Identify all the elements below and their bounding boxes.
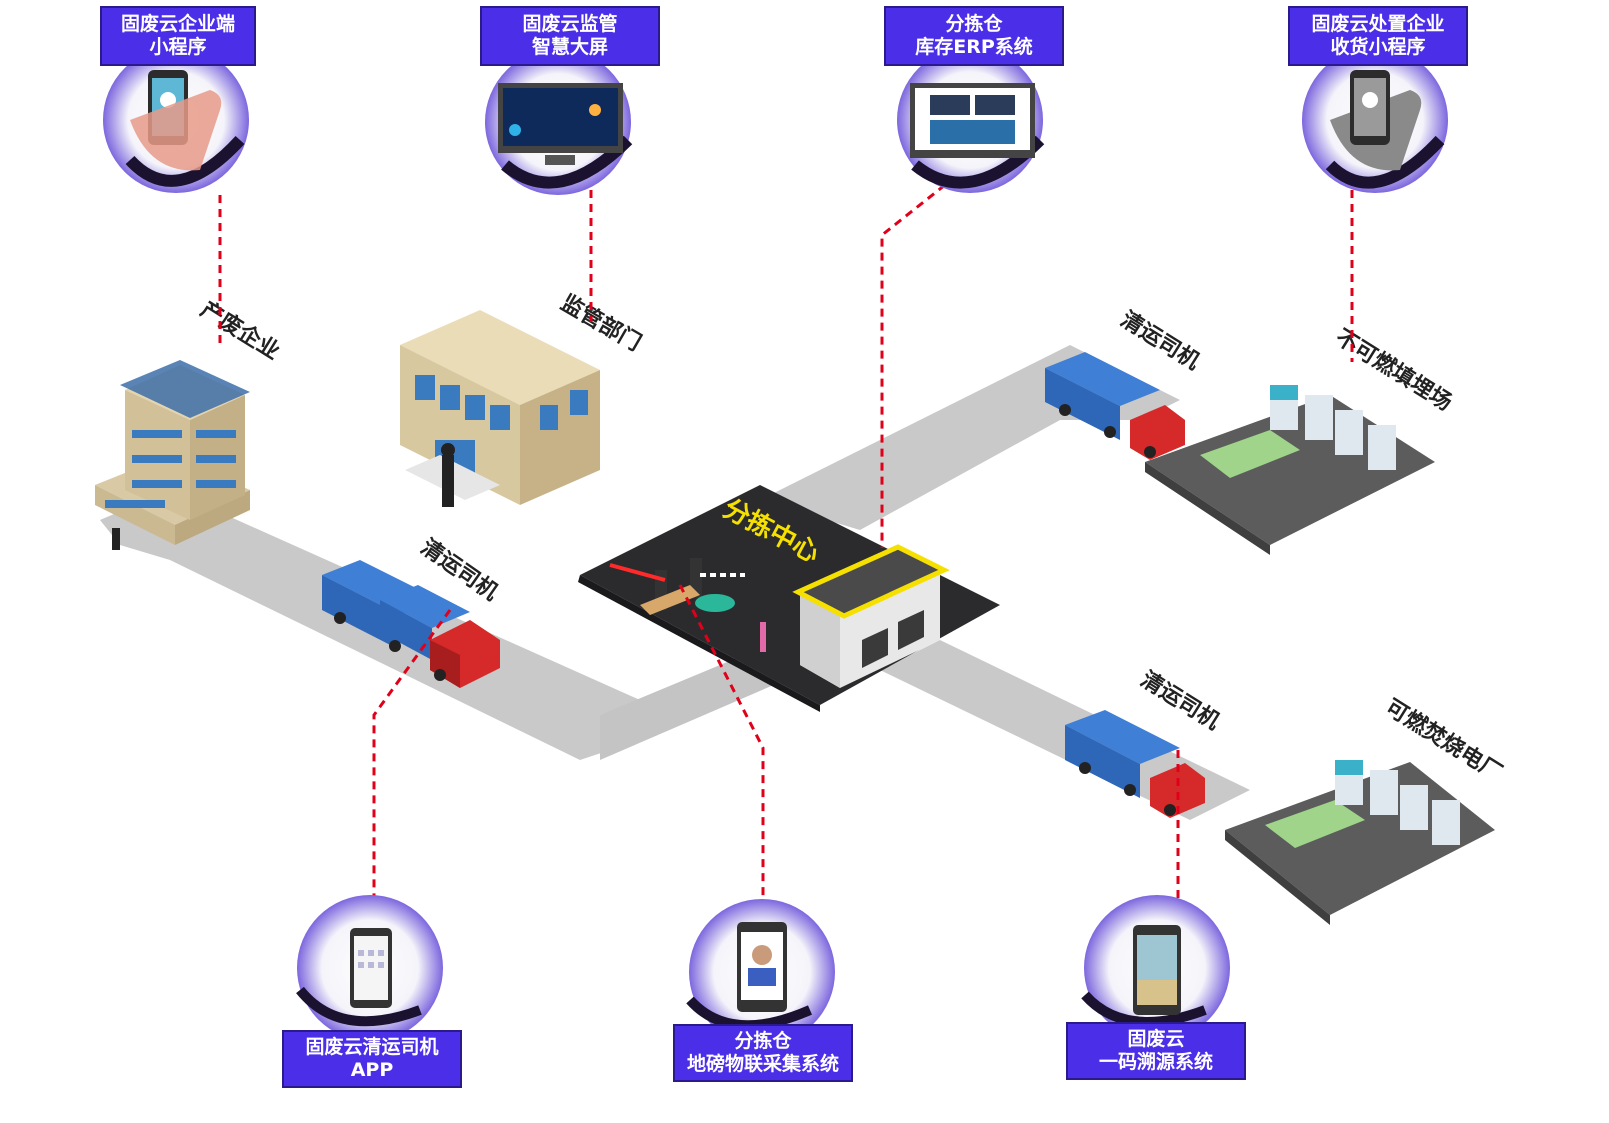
label-weighbridge-system: 分拣仓 地磅物联采集系统 [673,1024,853,1082]
label-disposal-miniprogram: 固废云处置企业 收货小程序 [1288,6,1468,66]
label-line2: 小程序 [149,36,207,58]
label-line2: 收货小程序 [1330,36,1426,58]
label-line1: 固废云监管 [522,13,618,35]
label-line2: 地磅物联采集系统 [686,1053,839,1075]
label-regulator-screen: 固废云监管 智慧大屏 [480,6,660,66]
label-line1: 分拣仓 [734,1030,792,1052]
producer-building: 产废企业 [95,296,284,550]
disposal-phone-circle [1302,47,1448,193]
monitor-circle [485,49,633,195]
sorting-platform-edge [578,575,820,712]
enterprise-phone-circle [103,47,249,193]
label-enterprise-miniprogram: 固废云企业端 小程序 [100,6,256,66]
regulator-building: 监管部门 [400,290,646,507]
producer-label: 产废企业 [196,296,284,365]
label-line2: 一码溯源系统 [1098,1051,1213,1073]
label-line1: 分拣仓 [945,13,1003,35]
top-device-circles [103,47,1448,195]
label-line2: APP [350,1059,394,1081]
label-line1: 固废云清运司机 [305,1036,439,1058]
label-erp-system: 分拣仓 库存ERP系统 [884,6,1064,66]
label-line1: 固废云 [1127,1028,1185,1050]
label-trace-system: 固废云 一码溯源系统 [1066,1022,1246,1080]
power-plant-site: 可燃焚烧电厂 [1225,694,1507,925]
connector-weighbridge [678,584,765,900]
connectors [218,183,1354,900]
erp-circle [897,47,1045,193]
truck-top-right: 清运司机 [1045,306,1204,460]
label-line2: 智慧大屏 [531,36,608,58]
label-line2: 库存ERP系统 [915,36,1033,58]
label-line1: 固废云企业端 [120,13,235,35]
driver-bottom-right-label: 清运司机 [1136,666,1224,735]
regulator-label: 监管部门 [556,290,645,357]
driver-top-right-label: 清运司机 [1116,306,1204,375]
landfill-label: 不可燃填埋场 [1331,324,1457,416]
label-driver-app: 固废云清运司机 APP [282,1030,462,1088]
trace-circle [1081,895,1230,1041]
connector-driver-app [372,609,452,898]
label-line1: 固废云处置企业 [1311,13,1445,35]
driver-app-circle [296,895,443,1041]
